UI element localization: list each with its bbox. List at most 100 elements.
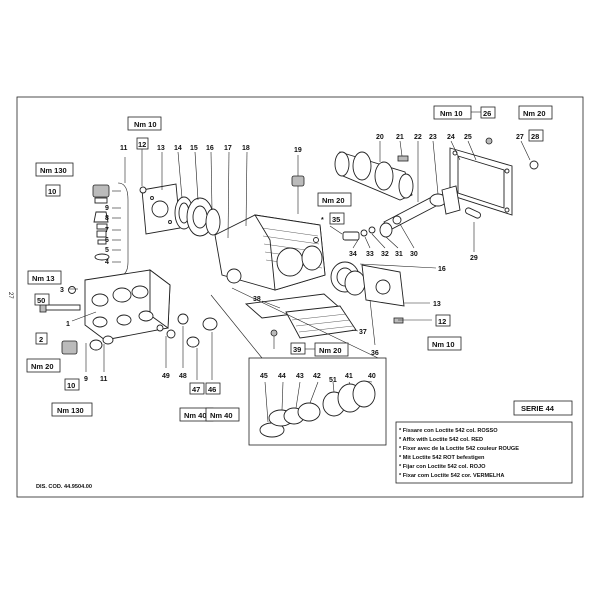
part-number-33: 33 — [366, 251, 374, 258]
svg-text:Nm 10: Nm 10 — [440, 109, 463, 118]
svg-text:*: * — [321, 217, 324, 224]
svg-text:Nm 40: Nm 40 — [184, 411, 207, 420]
rear-cover-drawing — [449, 147, 513, 216]
callout-12-nm10-right: 12 Nm 10 — [427, 314, 462, 351]
part-number-11-lower: 11 — [100, 376, 108, 383]
svg-text:12: 12 — [438, 317, 446, 326]
svg-text:SERIE 44: SERIE 44 — [521, 404, 555, 413]
part-number-37: 37 — [359, 329, 367, 336]
callout-28-nm20: Nm 20 28 — [518, 105, 553, 142]
part-number-27: 27 — [516, 134, 524, 141]
svg-text:50: 50 — [37, 296, 45, 305]
svg-text:26: 26 — [483, 109, 491, 118]
base-plate-drawing — [244, 293, 357, 339]
part-number-3: 3 — [60, 287, 64, 294]
note-italian: * Fissare con Loctite 542 col. ROSSO — [399, 428, 498, 434]
svg-text:46: 46 — [208, 385, 216, 394]
part-number-22: 22 — [414, 134, 422, 141]
part-number-32: 32 — [381, 251, 389, 258]
pump-head-drawing — [84, 269, 171, 341]
inset-part-51: 51 — [329, 377, 337, 384]
note-portuguese: * Fixar com Loctite 542 cor. VERMELHA — [399, 473, 504, 479]
part-number-24: 24 — [447, 134, 455, 141]
part-number-9-lower: 9 — [84, 376, 88, 383]
svg-text:Nm 130: Nm 130 — [40, 166, 67, 175]
plug-drawing — [61, 335, 114, 355]
plunger-seals-drawing — [342, 215, 402, 241]
part-number-16-right: 16 — [438, 266, 446, 273]
part-number-6: 6 — [105, 237, 109, 244]
part-number-4: 4 — [105, 259, 109, 266]
part-number-23: 23 — [429, 134, 437, 141]
seals-bottom-drawing — [166, 313, 218, 348]
svg-text:Nm 130: Nm 130 — [57, 406, 84, 415]
part-number-30: 30 — [410, 251, 418, 258]
svg-text:47: 47 — [192, 385, 200, 394]
inset-part-43: 43 — [296, 373, 304, 380]
note-spanish: * Fijar con Loctite 542 col. ROJO — [399, 464, 486, 470]
note-german: * Mit Loctite 542 ROT befestigen — [399, 455, 485, 461]
part-number-36: 36 — [371, 350, 379, 357]
inset-rings-drawing — [259, 380, 376, 438]
part-number-25: 25 — [464, 134, 472, 141]
part-number-8: 8 — [105, 215, 109, 222]
part-number-20: 20 — [376, 134, 384, 141]
part-number-13: 13 — [157, 145, 165, 152]
loctite-notes-box: * Fissare con Loctite 542 col. ROSSO * A… — [395, 421, 573, 484]
svg-text:10: 10 — [48, 187, 56, 196]
camshaft-drawing — [334, 151, 414, 201]
svg-text:28: 28 — [531, 132, 539, 141]
bearing-cover-drawing — [330, 261, 405, 307]
svg-text:Nm 20: Nm 20 — [523, 109, 546, 118]
note-french: * Fixer avec de la Loctite 542 couleur R… — [399, 446, 519, 452]
crankcase-drawing — [214, 214, 326, 291]
inset-part-40: 40 — [368, 373, 376, 380]
part-number-13-right: 13 — [433, 301, 441, 308]
svg-text:Nm 40: Nm 40 — [210, 411, 233, 420]
callout-nm13: Nm 13 50 — [27, 270, 62, 306]
part-number-29: 29 — [470, 255, 478, 262]
part-number-14: 14 — [174, 145, 182, 152]
inset-part-45: 45 — [260, 373, 268, 380]
part-number-5: 5 — [105, 247, 109, 254]
callout-nm20-left: 2 Nm 20 — [26, 332, 61, 373]
callout-nm10-top: Nm 10 12 — [127, 116, 162, 150]
part-number-21: 21 — [396, 134, 404, 141]
svg-text:Nm 10: Nm 10 — [134, 120, 157, 129]
bearing-row-drawing — [141, 183, 221, 237]
inset-part-44: 44 — [278, 373, 286, 380]
part-number-48: 48 — [179, 373, 187, 380]
part-number-1: 1 — [66, 321, 70, 328]
svg-text:Nm 20: Nm 20 — [319, 346, 342, 355]
part-number-31: 31 — [395, 251, 403, 258]
part-number-9: 9 — [105, 205, 109, 212]
callout-nm130-bottom: 10 Nm 130 — [51, 378, 93, 417]
inset-part-41: 41 — [345, 373, 353, 380]
callout-nm130-top: Nm 130 10 — [35, 162, 74, 197]
inset-part-42: 42 — [313, 373, 321, 380]
callout-39-nm20: 39 Nm 20 — [290, 342, 349, 357]
valve-stack-drawing — [92, 184, 110, 261]
svg-text:Nm 10: Nm 10 — [432, 340, 455, 349]
part-number-17: 17 — [224, 145, 232, 152]
leader-lines — [68, 140, 531, 423]
svg-text:Nm 20: Nm 20 — [322, 196, 345, 205]
part-number-19: 19 — [294, 147, 302, 154]
drawing-code: DIS. COD. 44.9504.00 — [36, 484, 92, 490]
note-english: * Affix with Loctite 542 col. RED — [399, 437, 483, 443]
svg-text:12: 12 — [138, 140, 146, 149]
callout-35-nm20: Nm 20 35 * — [317, 192, 352, 225]
svg-text:10: 10 — [67, 381, 75, 390]
callout-26-nm10: Nm 10 26 — [433, 105, 496, 120]
svg-text:Nm 13: Nm 13 — [32, 274, 55, 283]
part-number-49: 49 — [162, 373, 170, 380]
part-number-38: 38 — [253, 296, 261, 303]
svg-text:2: 2 — [39, 335, 43, 344]
svg-text:39: 39 — [293, 345, 301, 354]
part-number-16: 16 — [206, 145, 214, 152]
part-number-11: 11 — [120, 145, 128, 152]
part-number-34: 34 — [349, 251, 357, 258]
page-number: 27 — [7, 292, 13, 299]
part-number-15: 15 — [190, 145, 198, 152]
